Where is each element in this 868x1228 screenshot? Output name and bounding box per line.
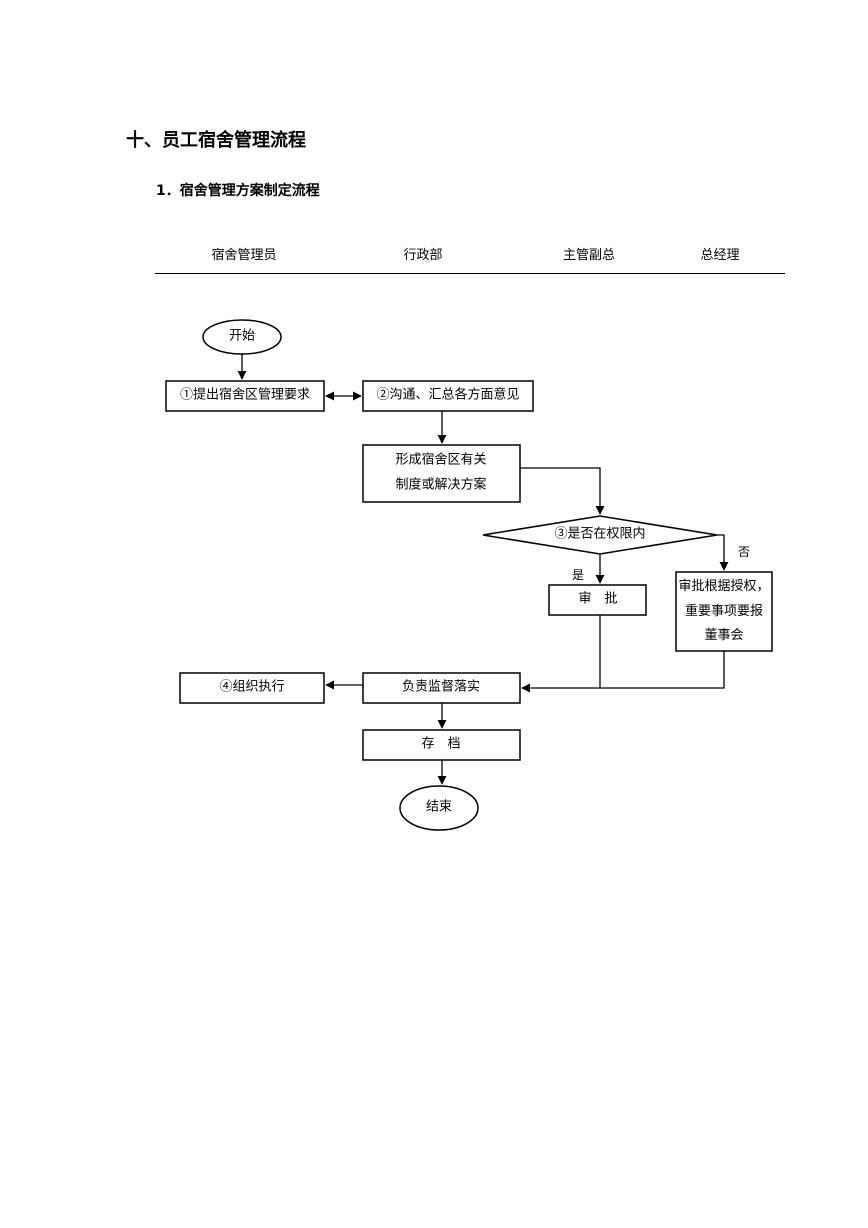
start-label: 开始 bbox=[228, 328, 256, 344]
edge-board-supervise bbox=[521, 651, 725, 693]
form-box bbox=[362, 444, 521, 503]
form-label-line1: 形成宿舍区有关 bbox=[395, 452, 487, 468]
execute-label: ④组织执行 bbox=[219, 679, 285, 695]
board-label-line1: 审批根据授权， bbox=[678, 578, 770, 594]
board-label-line2: 重要事项要报 bbox=[684, 603, 764, 619]
lane-header-gm: 总经理 bbox=[700, 248, 740, 263]
step1-label: ①提出宿舍区管理要求 bbox=[179, 387, 311, 403]
board-label-line3: 董事会 bbox=[704, 628, 744, 644]
approve-box bbox=[548, 584, 647, 616]
archive-label: 存 档 bbox=[421, 736, 461, 752]
form-label: 形成宿舍区有关 制度或解决方案 bbox=[395, 448, 486, 497]
step1-box bbox=[165, 380, 325, 412]
board-box bbox=[675, 571, 773, 652]
lane-header-vp: 主管副总 bbox=[562, 248, 616, 263]
edge-label-yes: 是 bbox=[572, 568, 585, 582]
form-label-line2: 制度或解决方案 bbox=[395, 477, 487, 492]
step2-box bbox=[362, 380, 534, 412]
edge-decision-board bbox=[717, 534, 729, 571]
end-label: 结束 bbox=[425, 799, 453, 815]
lane-header-admin-dept: 行政部 bbox=[403, 248, 443, 263]
board-label: 审批根据授权， 重要事项要报 董事会 bbox=[678, 575, 769, 649]
lane-header-rule bbox=[155, 273, 785, 274]
execute-box bbox=[179, 672, 325, 704]
decision-label: ③是否在权限内 bbox=[554, 526, 646, 542]
approve-label: 审 批 bbox=[578, 591, 618, 607]
edge-form-decision bbox=[520, 467, 605, 515]
end-terminal bbox=[399, 785, 479, 831]
supervise-label: 负责监督落实 bbox=[401, 679, 481, 695]
page-title: 十、员工宿舍管理流程 bbox=[126, 130, 306, 151]
supervise-box bbox=[362, 672, 521, 704]
edge-label-no: 否 bbox=[738, 545, 751, 559]
lane-header-dorm-admin: 宿舍管理员 bbox=[211, 248, 277, 263]
section-subtitle: 1．宿舍管理方案制定流程 bbox=[156, 183, 320, 199]
step2-label: ②沟通、汇总各方面意见 bbox=[376, 387, 520, 403]
